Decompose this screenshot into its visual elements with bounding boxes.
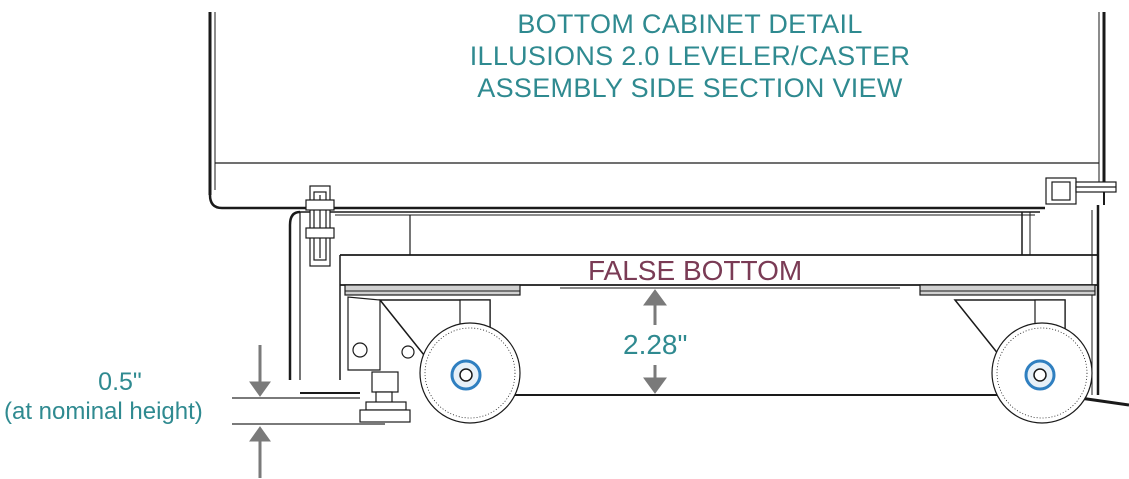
caster-left <box>344 284 521 424</box>
title-line-1: BOTTOM CABINET DETAIL <box>517 9 863 39</box>
latch-left <box>305 185 335 267</box>
title-line-2: ILLUSIONS 2.0 LEVELER/CASTER <box>469 41 911 71</box>
title-line-3: ASSEMBLY SIDE SECTION VIEW <box>477 73 903 103</box>
false-bottom-label: FALSE BOTTOM <box>588 255 803 286</box>
floor-line <box>300 392 1129 407</box>
caster-right <box>919 284 1096 424</box>
drawing-title: BOTTOM CABINET DETAIL ILLUSIONS 2.0 LEVE… <box>430 8 950 104</box>
leveler-dimension-arrows <box>232 345 385 478</box>
leveler-dimension-label: 0.5" <box>98 368 142 396</box>
base-frame <box>288 205 1100 395</box>
latch-right <box>1045 177 1117 205</box>
caster-clearance-label: 2.28" <box>623 329 688 360</box>
leveler-foot <box>359 371 411 423</box>
leveler-note-label: (at nominal height) <box>4 398 203 425</box>
clearance-dimension-arrows <box>643 289 667 394</box>
cabinet-body <box>208 12 1106 210</box>
